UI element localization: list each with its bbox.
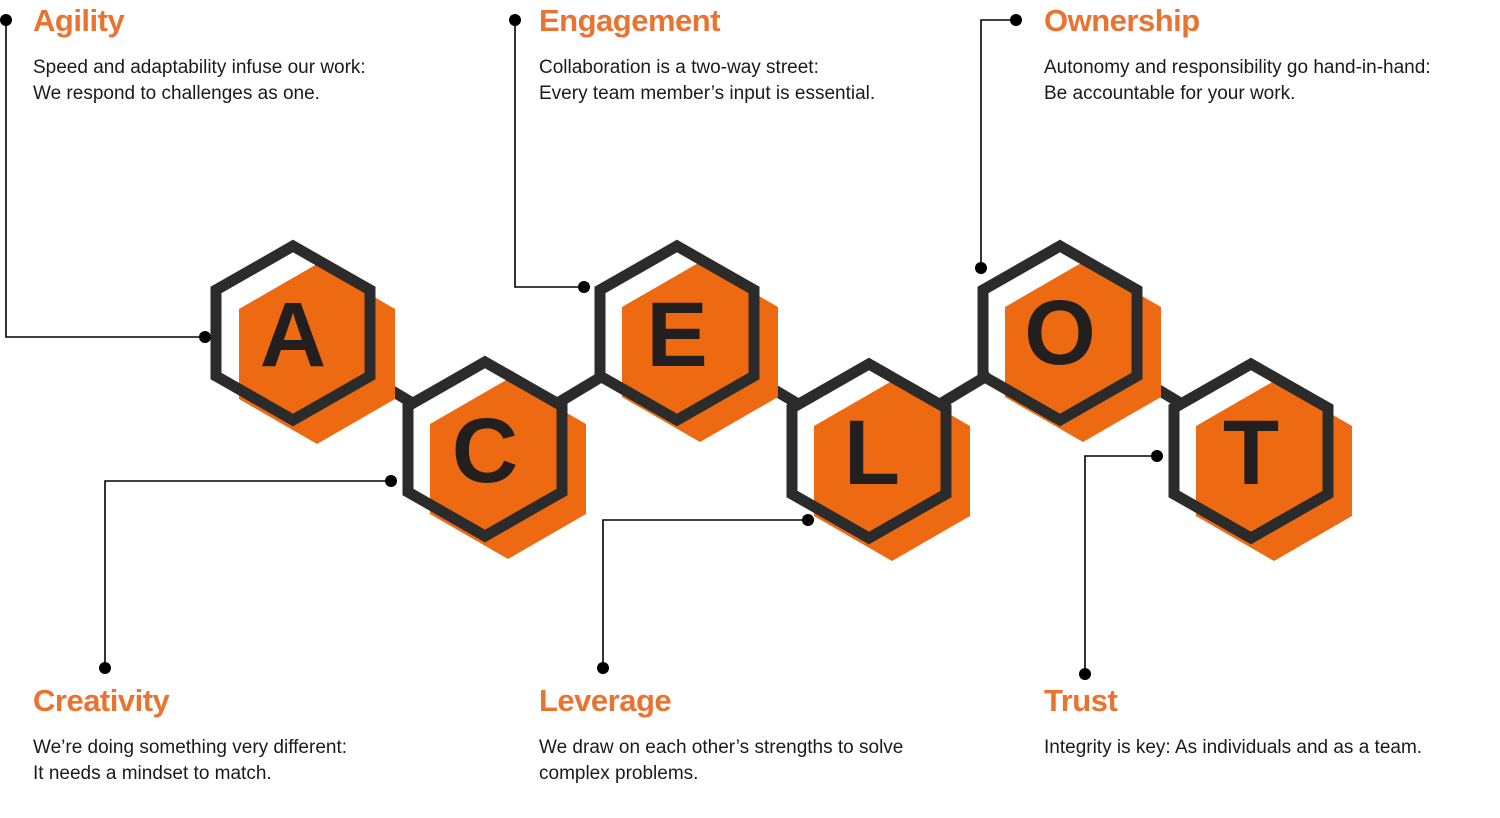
value-title: Leverage	[539, 683, 672, 718]
hexagon-o: O	[977, 239, 1161, 442]
dot-agility-end	[199, 331, 211, 343]
connector-trust	[1084, 455, 1157, 674]
dot-engagement-top	[509, 14, 521, 26]
value-description: Autonomy and responsibility go hand-in-h…	[1044, 55, 1484, 107]
hexagon-e-fill	[622, 262, 778, 442]
value-description: We’re doing something very different: It…	[33, 735, 473, 787]
hexagons: A C E L O T	[210, 239, 1352, 561]
dot-leverage-end	[597, 662, 609, 674]
dot-trust-end	[1079, 668, 1091, 680]
value-description: Speed and adaptability infuse our work: …	[33, 55, 473, 107]
hexagon-l-fill	[814, 381, 970, 561]
hexagon-c: C	[402, 355, 586, 559]
dot-leverage-start	[802, 514, 814, 526]
value-creativity: Creativity We’re doing something very di…	[33, 681, 473, 787]
hexagon-l-letter: L	[844, 402, 900, 504]
connector-ownership	[980, 19, 1016, 268]
value-ownership: Ownership Autonomy and responsibility go…	[1044, 1, 1484, 107]
value-title: Trust	[1044, 683, 1118, 718]
hexagon-l-outline	[786, 357, 952, 545]
hexagon-t-outline	[1168, 357, 1334, 545]
value-description: Integrity is key: As individuals and as …	[1044, 735, 1484, 761]
hexagon-a-fill	[239, 264, 395, 444]
value-engagement: Engagement Collaboration is a two-way st…	[539, 1, 979, 107]
hexagon-e-letter: E	[646, 284, 707, 386]
hexagon-c-fill	[430, 379, 586, 559]
dot-agility-top	[0, 14, 12, 26]
connector-engagement	[514, 20, 584, 288]
value-description-line: Integrity is key: As individuals and as …	[1044, 737, 1423, 758]
hexagon-e: E	[594, 239, 778, 442]
value-description-line: We respond to challenges as one.	[33, 83, 320, 104]
hexagon-o-letter: O	[1024, 282, 1096, 384]
value-description: We draw on each other’s strengths to sol…	[539, 735, 979, 787]
hexagon-e-outline	[594, 239, 760, 427]
connector-agility	[5, 20, 205, 338]
dot-creativity-end	[99, 662, 111, 674]
dot-ownership-end	[975, 262, 987, 274]
value-description-line: Speed and adaptability infuse our work:	[33, 57, 366, 78]
value-description-line: Autonomy and responsibility go hand-in-h…	[1044, 57, 1431, 78]
hexagon-o-fill	[1005, 262, 1161, 442]
hexagon-c-outline	[402, 355, 568, 543]
dot-engagement-end	[578, 281, 590, 293]
value-title: Engagement	[539, 3, 721, 38]
hexagon-t: T	[1168, 357, 1352, 561]
hexagon-t-fill	[1196, 381, 1352, 561]
value-title: Agility	[33, 3, 125, 38]
value-title: Creativity	[33, 683, 170, 718]
value-description-line: Every team member’s input is essential.	[539, 83, 876, 104]
value-title: Ownership	[1044, 3, 1200, 38]
hexagon-o-outline	[977, 239, 1143, 427]
hexagon-a: A	[210, 239, 395, 444]
value-agility: Agility Speed and adaptability infuse ou…	[33, 1, 473, 107]
value-description-line: It needs a mindset to match.	[33, 763, 272, 784]
value-trust: Trust Integrity is key: As individuals a…	[1044, 681, 1484, 761]
value-description-line: We draw on each other’s strengths to sol…	[539, 737, 904, 758]
value-description-line: complex problems.	[539, 763, 699, 784]
dot-creativity-start	[385, 475, 397, 487]
value-description-line: We’re doing something very different:	[33, 737, 348, 758]
dot-ownership-top	[1010, 14, 1022, 26]
value-description-line: Be accountable for your work.	[1044, 83, 1296, 104]
hexagon-c-letter: C	[452, 400, 518, 502]
hexagon-t-letter: T	[1223, 402, 1279, 504]
dot-trust-start	[1151, 450, 1163, 462]
connectors	[5, 19, 1157, 674]
connector-creativity	[104, 480, 391, 668]
value-description-line: Collaboration is a two-way street:	[539, 57, 819, 78]
value-description: Collaboration is a two-way street: Every…	[539, 55, 979, 107]
value-leverage: Leverage We draw on each other’s strengt…	[539, 681, 979, 787]
connector-dots	[0, 14, 1163, 680]
hexagon-a-outline	[210, 239, 376, 427]
hexagon-a-letter: A	[260, 284, 326, 386]
connector-leverage	[602, 519, 808, 668]
hexagon-l: L	[786, 357, 970, 561]
